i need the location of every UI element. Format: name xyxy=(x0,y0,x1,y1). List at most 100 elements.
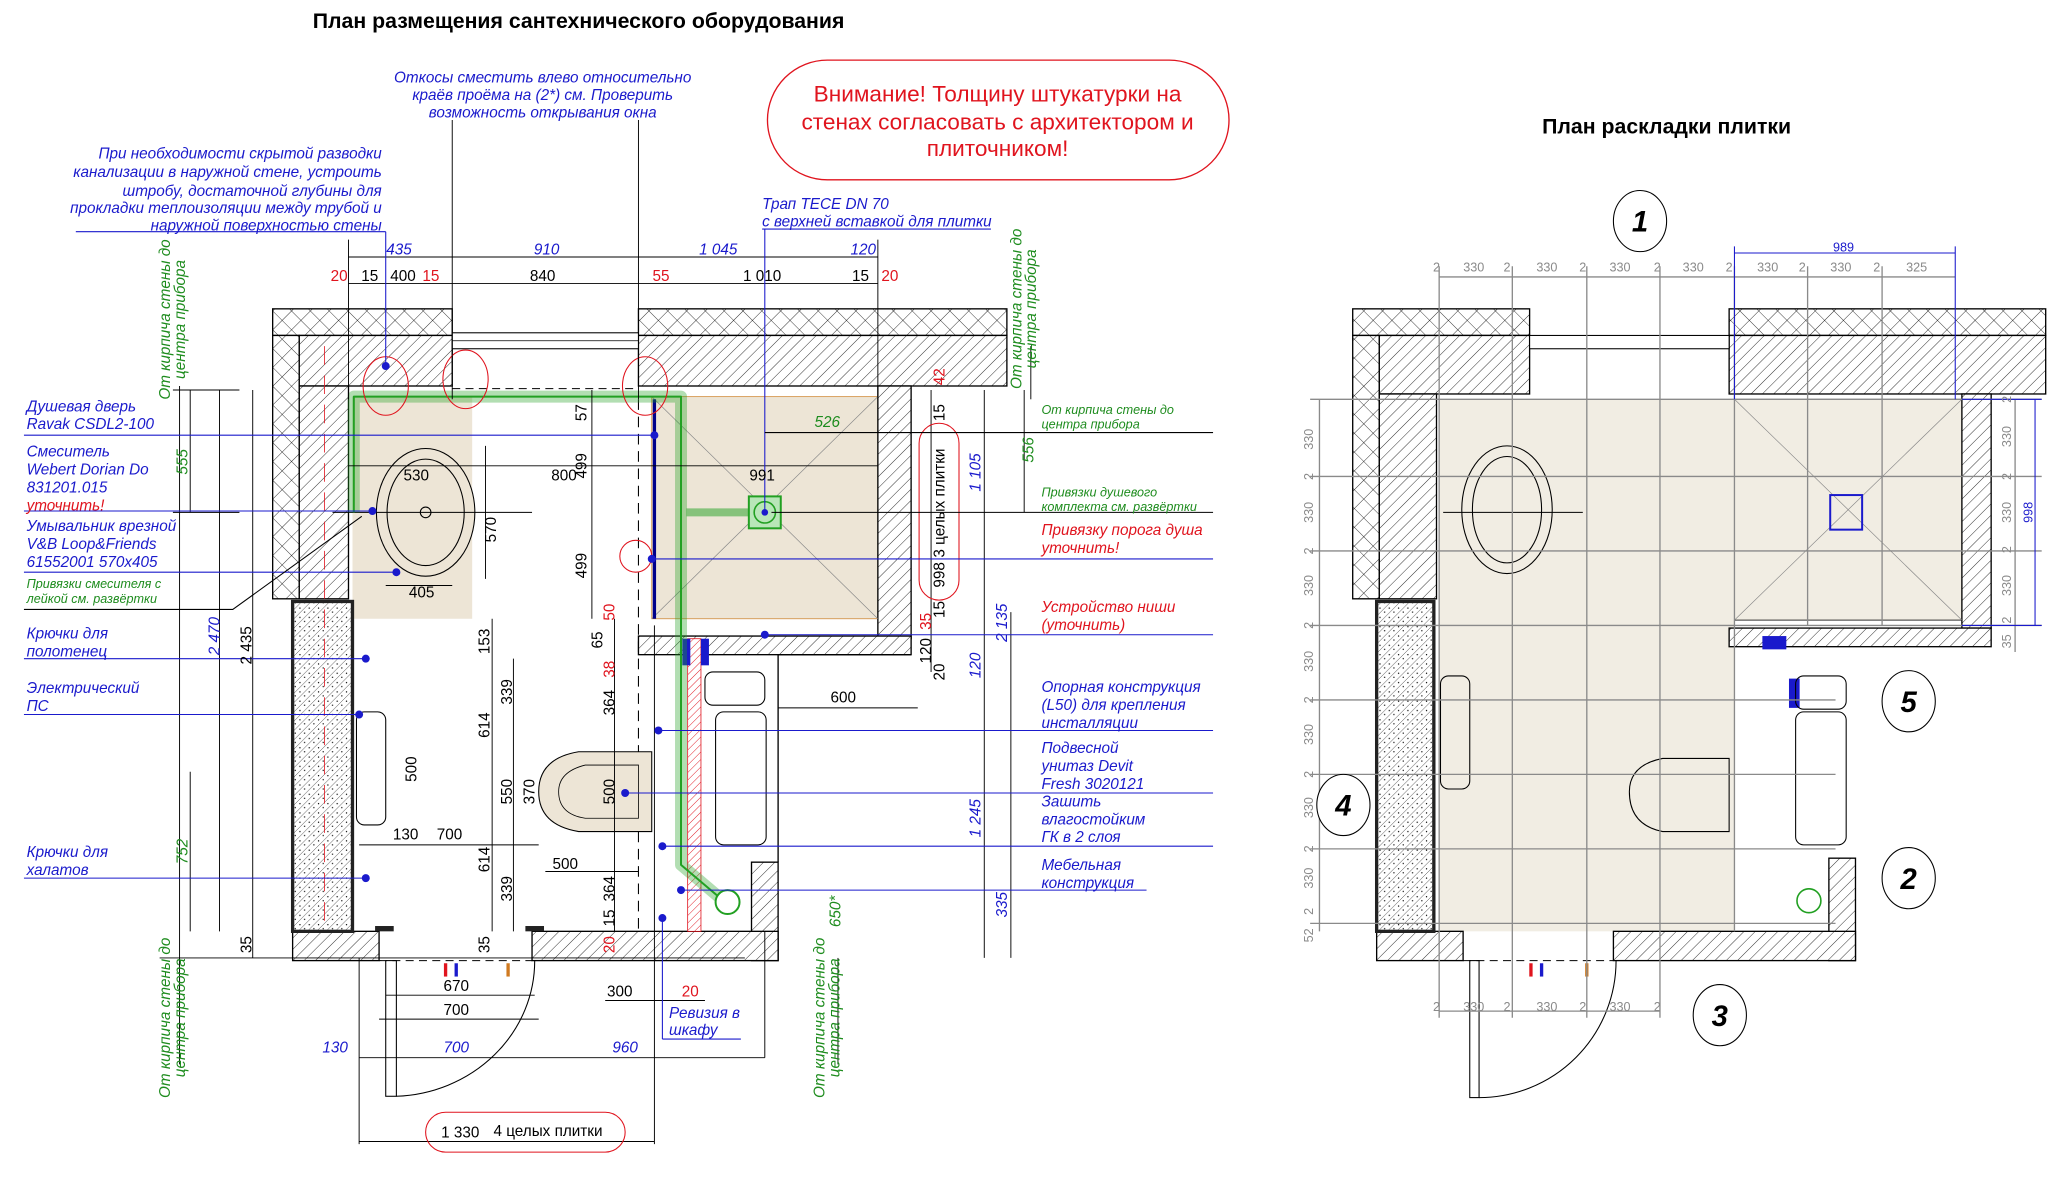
callout-label: унитаз Devit xyxy=(1040,758,1133,775)
dimension-lines xyxy=(159,119,1032,1145)
dimension-label: 614 xyxy=(476,712,493,738)
warning-oval xyxy=(766,59,1230,181)
plumbing-layout-plan: План размещения сантехнического оборудов… xyxy=(23,9,1230,1153)
sewer-note-line: При необходимости скрытой разводки xyxy=(98,146,382,163)
dimension-label: 1 010 xyxy=(743,268,781,285)
callout-label: Зашить xyxy=(1041,793,1101,810)
tile-dimension-label: 2 xyxy=(1302,622,1316,629)
dimension-label: 500 xyxy=(403,756,420,782)
shower-slope-lines xyxy=(1734,399,1963,621)
dimension-label: 1 330 xyxy=(441,1125,479,1142)
tile-dimension-label: 2 xyxy=(1302,845,1316,852)
tile-dimension-label: 2 xyxy=(2000,617,2014,624)
callout-label: От кирпича стены до xyxy=(1041,403,1173,417)
tile-dimension-label: 2 xyxy=(1433,261,1440,275)
dimension-label: 700 xyxy=(443,1039,469,1056)
warning-note-line: плиточником! xyxy=(927,136,1069,161)
window-note-line: краёв проёма на (2*) см. Проверить xyxy=(412,87,673,104)
tile-dimension-label: 330 xyxy=(1463,261,1484,275)
tile-dimension-label: 330 xyxy=(1830,261,1851,275)
dimension-label: 2 135 xyxy=(994,603,1011,643)
dimension-label: 998 xyxy=(931,562,948,588)
tile-dimension-label: 330 xyxy=(1302,651,1316,672)
callout-label: уточнить! xyxy=(1040,540,1120,557)
wall-center-note: От кирпича стены до xyxy=(1009,228,1026,389)
dimension-label: 65 xyxy=(590,632,607,649)
drain-note-line: с верхней вставкой для плитки xyxy=(762,213,992,230)
tile-dimension-label: 330 xyxy=(2000,426,2014,447)
callout-label: Webert Dorian Do xyxy=(27,461,150,478)
callout-label: Крючки для xyxy=(27,844,108,861)
callout-label: полотенец xyxy=(27,644,108,661)
dimension-label: 2 435 xyxy=(238,626,255,664)
dimension-label: 550 xyxy=(499,779,516,805)
callout-label: конструкция xyxy=(1041,875,1134,892)
walls xyxy=(272,308,1008,962)
dimension-label: 3 целых плитки xyxy=(931,449,948,558)
dimension-label: 130 xyxy=(393,827,419,844)
wall-center-note: центра прибора xyxy=(172,260,189,379)
leader-dots xyxy=(355,362,769,923)
tile-dimension-label: 330 xyxy=(2000,502,2014,523)
callout-label: Привязки смесителя с xyxy=(27,577,162,591)
dimension-label: 800 xyxy=(551,467,577,484)
window-note-line: возможность открывания окна xyxy=(429,104,657,121)
callout-label: уточнить! xyxy=(26,497,106,514)
tile-dimension-label: 2 xyxy=(1302,908,1316,915)
tile-dimension-label: 2 xyxy=(2000,473,2014,480)
walls xyxy=(1352,308,2047,962)
tile-dimension-label: 2 xyxy=(2000,396,2014,403)
callout-label: (L50) для крепления xyxy=(1041,697,1185,714)
tile-dimension-label: 2 xyxy=(1302,771,1316,778)
dimension-label: 960 xyxy=(612,1039,638,1056)
tile-dimension-label: 330 xyxy=(1302,868,1316,889)
callout-label: Умывальник врезной xyxy=(26,518,177,535)
tile-dimension-label: 35 xyxy=(2000,634,2014,648)
tile-dimension-label: 330 xyxy=(1302,575,1316,596)
sewer-note-line: прокладки теплоизоляции между трубой и xyxy=(70,200,382,217)
dimension-label: 120 xyxy=(850,241,876,258)
tile-dimension-label: 2 xyxy=(2000,546,2014,553)
dimension-label: 570 xyxy=(483,517,500,543)
dimension-label: 15 xyxy=(602,910,619,927)
wall-center-note: От кирпича стены до xyxy=(157,239,174,400)
callout-label: ПС xyxy=(27,698,50,715)
dimension-label: 339 xyxy=(499,679,516,705)
wall-marker-circles xyxy=(1316,189,1936,1047)
revision-note-line: Ревизия в xyxy=(669,1005,740,1022)
wall-marker-label: 1 xyxy=(1632,207,1648,239)
callout-label: Смеситель xyxy=(27,443,110,460)
dimension-label: 20 xyxy=(881,268,898,285)
dimension-label: 500 xyxy=(602,779,619,804)
callout-label: V&B Loop&Friends xyxy=(27,536,157,553)
tile-dimension-label: 330 xyxy=(1302,429,1316,450)
dimension-label: 370 xyxy=(522,779,539,805)
dimension-label: 555 xyxy=(175,449,192,475)
dimension-label: 57 xyxy=(574,404,591,421)
dimension-label: 35 xyxy=(918,613,935,630)
dimension-label: 130 xyxy=(322,1039,348,1056)
callout-label: Мебельная xyxy=(1041,857,1121,874)
washbasin xyxy=(332,447,533,577)
dimension-label: 405 xyxy=(409,584,435,601)
dimension-label: 1 245 xyxy=(967,799,984,838)
drain-note-line: Трап TECE DN 70 xyxy=(762,196,889,213)
dimension-label: 670 xyxy=(443,978,469,995)
callout-label: центра прибора xyxy=(1041,418,1139,432)
wall-center-note: центра прибора xyxy=(826,958,843,1077)
callout-label: (уточнить) xyxy=(1041,617,1125,634)
dimension-label: 700 xyxy=(437,827,463,844)
dimension-label: 55 xyxy=(653,268,670,285)
dimension-label: 600 xyxy=(831,690,857,707)
wall-center-note: центра прибора xyxy=(172,958,189,1077)
callout-label: 831201.015 xyxy=(27,479,108,496)
concrete-column xyxy=(290,599,355,933)
shower-width-label: 989 xyxy=(1833,241,1854,255)
dimension-label: 526 xyxy=(815,414,841,431)
callout-label: Привязку порога душа xyxy=(1041,522,1202,539)
towel-radiator xyxy=(355,711,387,826)
dimension-label: 499 xyxy=(574,553,591,579)
dimension-label: 364 xyxy=(602,876,619,902)
dimension-label: 15 xyxy=(422,268,439,285)
